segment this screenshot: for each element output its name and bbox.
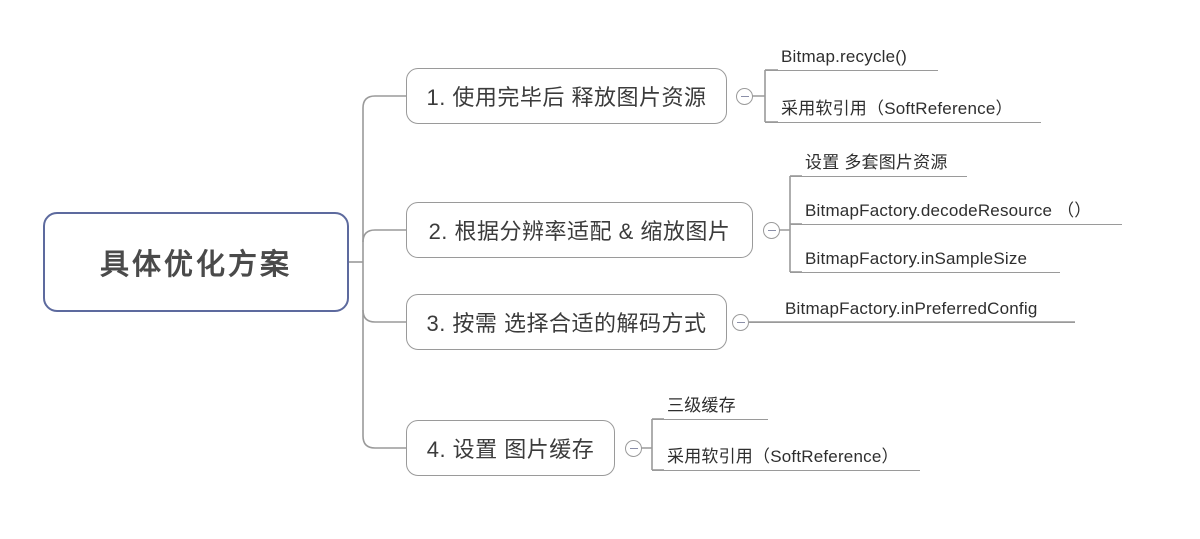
- branch-node-3[interactable]: 3. 按需 选择合适的解码方式: [406, 294, 727, 350]
- branch-label-3: 3. 按需 选择合适的解码方式: [426, 311, 707, 336]
- minus-icon: [740, 96, 749, 97]
- leaf-label-1-1: Bitmap.recycle(): [781, 47, 908, 66]
- root-label: 具体优化方案: [99, 249, 292, 281]
- leaf-node-2-2[interactable]: BitmapFactory.decodeResource （）: [805, 197, 1092, 224]
- connector-branch-4: [362, 435, 406, 449]
- connector-branch-2: [362, 229, 406, 243]
- leaf-label-4-2: 采用软引用（SoftReference）: [667, 447, 899, 466]
- collapse-toggle-branch-3[interactable]: [732, 314, 749, 331]
- leaf-label-1-2: 采用软引用（SoftReference）: [781, 99, 1013, 118]
- minus-icon: [767, 230, 776, 231]
- leaf-label-2-3: BitmapFactory.inSampleSize: [805, 249, 1028, 268]
- branch-node-1[interactable]: 1. 使用完毕后 释放图片资源: [406, 68, 727, 124]
- branch-label-4: 4. 设置 图片缓存: [426, 437, 595, 462]
- minus-icon: [629, 448, 638, 449]
- leaf-node-2-3[interactable]: BitmapFactory.inSampleSize: [805, 245, 1027, 272]
- branch-node-2[interactable]: 2. 根据分辨率适配 & 缩放图片: [406, 202, 753, 258]
- leaf-node-2-1[interactable]: 设置 多套图片资源: [805, 150, 948, 176]
- leaf-underline-2-3: [790, 272, 1060, 273]
- leaf-underline-4-2: [652, 470, 920, 471]
- leaf-label-2-2: BitmapFactory.decodeResource （）: [805, 201, 1092, 220]
- collapse-toggle-branch-4[interactable]: [625, 440, 642, 457]
- leaf-label-4-1: 三级缓存: [667, 396, 736, 415]
- leaf-underline-2-1: [790, 176, 967, 177]
- leaf-underline-3-1: [749, 322, 1075, 323]
- leaf-node-1-1[interactable]: Bitmap.recycle(): [781, 42, 907, 70]
- branch-label-1: 1. 使用完毕后 释放图片资源: [426, 85, 707, 110]
- minus-icon: [736, 322, 745, 323]
- leaf-underline-4-1: [652, 419, 768, 420]
- leaf-underline-1-1: [765, 70, 938, 71]
- branch-label-2: 2. 根据分辨率适配 & 缩放图片: [428, 219, 731, 244]
- leaf-node-1-2[interactable]: 采用软引用（SoftReference）: [781, 93, 1013, 122]
- leaf-node-4-2[interactable]: 采用软引用（SoftReference）: [667, 441, 899, 470]
- leaf-label-3-1: BitmapFactory.inPreferredConfig: [785, 299, 1038, 318]
- collapse-toggle-branch-2[interactable]: [763, 222, 780, 239]
- root-node[interactable]: 具体优化方案: [43, 212, 349, 312]
- leaf-node-3-1[interactable]: BitmapFactory.inPreferredConfig: [785, 295, 1037, 322]
- branch-node-4[interactable]: 4. 设置 图片缓存: [406, 420, 615, 476]
- connector-branch-1: [362, 95, 406, 109]
- leaf-underline-2-2: [790, 224, 1122, 225]
- collapse-toggle-branch-1[interactable]: [736, 88, 753, 105]
- leaf-label-2-1: 设置 多套图片资源: [805, 153, 948, 172]
- leaf-node-4-1[interactable]: 三级缓存: [667, 393, 736, 419]
- connector-branch-3: [362, 309, 406, 323]
- leaf-underline-1-2: [765, 122, 1041, 123]
